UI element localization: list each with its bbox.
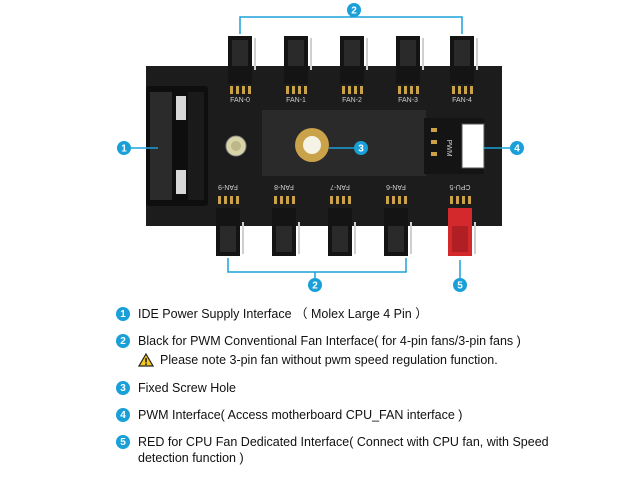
legend-badge: 2 xyxy=(116,334,130,348)
callout-number: 1 xyxy=(121,144,127,155)
legend-badge: 3 xyxy=(116,381,130,395)
top-fan-headers: FAN-0 FAN-1 FAN-2 FAN-3 FAN-4 xyxy=(228,36,478,104)
legend-text: PWM Interface( Access motherboard CPU_FA… xyxy=(138,408,463,422)
fan-header-label: FAN-3 xyxy=(398,97,418,104)
callout-3: 3 xyxy=(329,141,368,155)
pwm-connector: PWM xyxy=(424,118,485,174)
legend-text: RED for CPU Fan Dedicated Interface( Con… xyxy=(138,435,549,465)
callout-1: 1 xyxy=(117,141,158,155)
callout-number: 5 xyxy=(457,281,463,292)
callout-bracket-top xyxy=(239,14,463,34)
legend-item-2: 2 Black for PWM Conventional Fan Interfa… xyxy=(116,333,578,349)
fan-header-top-0: FAN-0 xyxy=(228,36,256,104)
callout-5: 5 xyxy=(453,260,467,292)
fan-header-label: FAN-1 xyxy=(286,97,306,104)
note-text: Please note 3-pin fan without pwm speed … xyxy=(160,353,498,367)
legend-badge: 1 xyxy=(116,307,130,321)
fan-header-bottom-3: FAN-6 xyxy=(384,183,412,256)
fan-header-label: FAN-8 xyxy=(274,183,294,190)
callout-number: 4 xyxy=(514,144,520,155)
callout-number: 2 xyxy=(312,281,318,292)
fan-header-top-1: FAN-1 xyxy=(284,36,312,104)
fan-header-label: FAN-0 xyxy=(230,97,250,104)
molex-connector xyxy=(146,86,208,206)
fan-header-label: FAN-7 xyxy=(330,183,350,190)
legend-text: IDE Power Supply Interface （ Molex Large… xyxy=(138,307,428,321)
legend-item-4: 4 PWM Interface( Access motherboard CPU_… xyxy=(116,407,578,423)
capacitor xyxy=(225,135,247,157)
fan-header-bottom-2: FAN-7 xyxy=(328,183,356,256)
fan-header-top-2: FAN-2 xyxy=(340,36,368,104)
legend-item-5: 5 RED for CPU Fan Dedicated Interface( C… xyxy=(116,434,578,466)
legend-text: Fixed Screw Hole xyxy=(138,381,236,395)
fan-header-label: FAN-4 xyxy=(452,97,472,104)
fan-header-top-3: FAN-3 xyxy=(396,36,424,104)
callout-bracket-bottom xyxy=(227,258,407,278)
callout-4: 4 xyxy=(484,141,524,155)
legend-badge: 5 xyxy=(116,435,130,449)
fan-header-label: CPU-5 xyxy=(449,183,470,190)
pcb-center-plate xyxy=(262,110,426,176)
fan-header-bottom-0: FAN-9 xyxy=(216,183,244,256)
fan-header-label: FAN-6 xyxy=(386,183,406,190)
fan-header-bottom-4: CPU-5 xyxy=(448,183,476,256)
legend-item-3: 3 Fixed Screw Hole xyxy=(116,380,578,396)
legend-text: Black for PWM Conventional Fan Interface… xyxy=(138,334,521,348)
fan-header-label: FAN-2 xyxy=(342,97,362,104)
callout-number: 3 xyxy=(358,144,364,155)
fan-header-bottom-1: FAN-8 xyxy=(272,183,300,256)
bottom-fan-headers: FAN-9 FAN-8 FAN-7 FAN-6 CPU-5 xyxy=(216,183,476,256)
warning-icon xyxy=(138,353,154,367)
screw-hole xyxy=(295,128,329,162)
legend-item-1: 1 IDE Power Supply Interface （ Molex Lar… xyxy=(116,306,578,322)
callout-badge-2-bottom: 2 xyxy=(308,278,322,292)
fan-header-top-4: FAN-4 xyxy=(450,36,478,104)
pwm-label: PWM xyxy=(445,139,452,156)
legend-badge: 4 xyxy=(116,408,130,422)
callout-number: 2 xyxy=(351,6,357,17)
warning-note: Please note 3-pin fan without pwm speed … xyxy=(138,353,498,367)
callout-badge-2-top: 2 xyxy=(347,3,361,17)
fan-header-label: FAN-9 xyxy=(218,183,238,190)
